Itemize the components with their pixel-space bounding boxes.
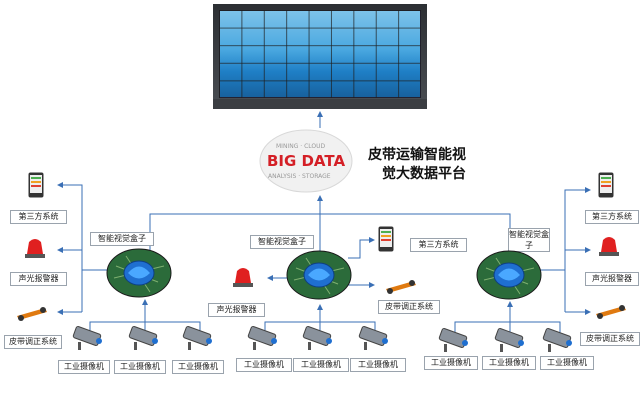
right-belt-icon <box>596 305 626 319</box>
left-third-party-label: 第三方系统 <box>10 210 67 224</box>
right-camera-label-1: 工业摄像机 <box>424 356 478 370</box>
center-belt-icon <box>386 280 416 294</box>
left-camera-icon-2 <box>128 325 158 350</box>
left-camera-icon-3 <box>182 325 212 350</box>
center-belt-label: 皮带调正系统 <box>378 300 440 314</box>
right-phone-icon <box>598 172 614 198</box>
left-alarm-icon <box>25 239 45 258</box>
left-alarm-label: 声光报警器 <box>10 272 67 286</box>
left-vision-box-icon <box>106 248 172 298</box>
right-belt-label: 皮带调正系统 <box>580 332 640 346</box>
center-camera-icon-3 <box>358 325 388 350</box>
svg-text:MINING · CLOUD: MINING · CLOUD <box>276 143 325 150</box>
left-camera-label-2: 工业摄像机 <box>114 360 166 374</box>
center-vision-box-icon <box>286 250 352 300</box>
left-belt-icon <box>17 307 47 321</box>
right-vision-box-label: 智能视觉盒子 <box>508 228 550 252</box>
svg-text:ANALYSIS · STORAGE: ANALYSIS · STORAGE <box>268 173 331 180</box>
left-phone-icon <box>28 172 44 198</box>
right-camera-label-2: 工业摄像机 <box>482 356 536 370</box>
center-camera-label-2: 工业摄像机 <box>293 358 349 372</box>
video-wall-grid <box>219 10 421 98</box>
big-data-text: BIG DATA <box>267 152 346 170</box>
right-camera-icon-1 <box>438 327 468 352</box>
left-belt-label: 皮带调正系统 <box>4 335 62 349</box>
right-camera-label-3: 工业摄像机 <box>540 356 594 370</box>
center-camera-icon-1 <box>247 325 277 350</box>
center-phone-icon <box>378 226 394 252</box>
right-third-party-label: 第三方系统 <box>585 210 639 224</box>
right-camera-icon-2 <box>494 327 524 352</box>
center-camera-icon-2 <box>302 325 332 350</box>
big-data-logo: MINING · CLOUD ANALYSIS · STORAGE BIG DA… <box>259 129 353 193</box>
left-camera-label-1: 工业摄像机 <box>58 360 110 374</box>
center-camera-label-1: 工业摄像机 <box>236 358 292 372</box>
center-alarm-label: 声光报警器 <box>208 303 265 317</box>
right-vision-box-icon <box>476 250 542 300</box>
control-room-floor <box>213 99 427 109</box>
platform-title-line1: 皮带运输智能视 <box>368 147 466 163</box>
center-vision-box-label: 智能视觉盒子 <box>250 235 314 249</box>
right-alarm-label: 声光报警器 <box>585 272 639 286</box>
right-camera-icon-3 <box>542 327 572 352</box>
center-third-party-label: 第三方系统 <box>410 238 467 252</box>
left-camera-icon-1 <box>72 325 102 350</box>
platform-title-line2: 觉大数据平台 <box>382 166 466 182</box>
left-camera-label-3: 工业摄像机 <box>172 360 224 374</box>
video-wall-image <box>213 4 427 109</box>
left-vision-box-label: 智能视觉盒子 <box>90 232 154 246</box>
right-alarm-icon <box>599 237 619 256</box>
center-camera-label-3: 工业摄像机 <box>350 358 406 372</box>
center-alarm-icon <box>233 268 253 287</box>
